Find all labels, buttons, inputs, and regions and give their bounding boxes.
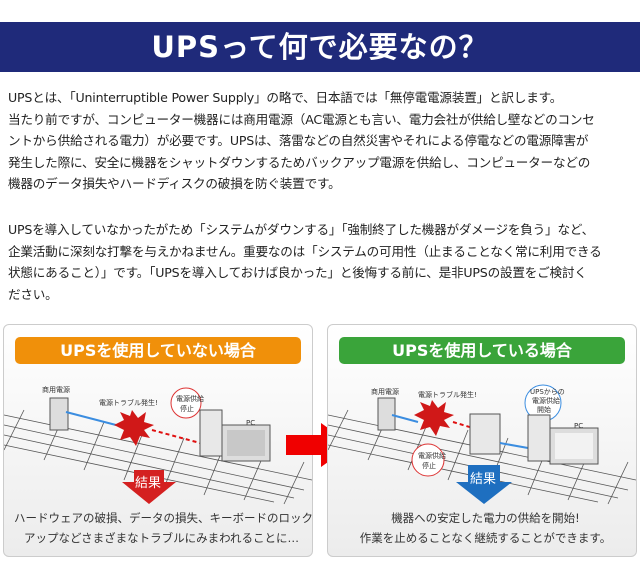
grid-floor-icon	[4, 409, 312, 505]
text-line: ントから供給される電力）が必要です。UPSは、落雷などの自然災害やそれによる停電…	[8, 133, 589, 148]
outlet-icon	[377, 397, 396, 431]
label-trouble: 電源トラブル発生!	[418, 390, 477, 399]
cut-cable	[151, 429, 201, 444]
pc-tower-icon	[199, 409, 223, 457]
importance-paragraph: UPSを導入していなかったがため「システムがダウンする」「強制終了した機器がダメ…	[8, 219, 638, 305]
panel-without-ups: UPSを使用していない場合 商用電源 電源トラブル発生! 電源供給 停止 PC …	[3, 324, 313, 557]
text-line: ださい。	[8, 286, 58, 302]
result-text: 機器への安定した電力の供給を開始! 作業を止めることなく継続することができます。	[338, 508, 633, 548]
text-line: UPSを導入していなかったがため「システムがダウンする」「強制終了した機器がダメ…	[8, 222, 595, 237]
label-pc: PC	[574, 422, 583, 430]
label-stop: 電源供給	[418, 451, 446, 460]
callout-bubble	[170, 387, 202, 419]
text-line: 機器のデータ損失やハードディスクの破損を防ぐ装置です。	[8, 176, 341, 191]
result-label: 結果	[470, 472, 496, 487]
page-title: UPSって何で必要なの？	[0, 22, 640, 72]
text-line: 発生した際に、安全に機器をシャットダウンするためバックアップ電源を供給し、コンピ…	[8, 154, 591, 170]
trouble-burst-icon	[114, 410, 154, 446]
label-outlet: 商用電源	[42, 385, 70, 394]
text-line: 企業活動に深刻な打撃を与えかねません。重要なのは「システムの可用性（止まることな…	[8, 243, 602, 259]
text-line: ハードウェアの破損、データの損失、キーボードのロック	[14, 511, 313, 525]
callout-bubble	[411, 443, 445, 477]
label-ups: 開始	[537, 405, 551, 414]
text-line: 機器への安定した電力の供給を開始!	[391, 511, 580, 525]
text-line: 作業を止めることなく継続することができます。	[359, 531, 612, 545]
label-trouble: 電源トラブル発生!	[99, 398, 158, 407]
label-stop: 電源供給	[176, 394, 204, 403]
label-stop: 停止	[180, 404, 194, 413]
label-outlet: 商用電源	[371, 387, 399, 396]
result-text: ハードウェアの破損、データの損失、キーボードのロック アップなどさまざまなトラブ…	[14, 508, 313, 548]
text-line: UPSとは、「Uninterruptible Power Supply」の略で、…	[8, 90, 563, 105]
panel-title: UPSを使用している場合	[339, 337, 625, 364]
outlet-icon	[49, 397, 69, 431]
ups-device-icon	[469, 413, 501, 455]
text-line: アップなどさまざまなトラブルにみまわれることに…	[23, 531, 300, 545]
intro-paragraph: UPSとは、「Uninterruptible Power Supply」の略で、…	[8, 87, 638, 195]
label-stop: 停止	[422, 461, 436, 470]
label-ups: UPSからの	[530, 388, 565, 396]
text-line: 当たり前ですが、コンピューター機器には商用電源（AC電源とも言い、電力会社が供給…	[8, 111, 595, 127]
label-ups: 電源供給	[532, 396, 560, 405]
text-line: 状態にあること）」です。「UPSを導入しておけば良かった」と後悔する前に、是非U…	[8, 265, 587, 280]
illustration-with-ups: 商用電源 電源トラブル発生! 電源供給 停止 UPSからの 電源供給 開始 PC…	[328, 384, 636, 505]
label-pc: PC	[246, 419, 255, 427]
pc-tower-icon	[527, 414, 551, 462]
panel-title: UPSを使用していない場合	[15, 337, 301, 364]
result-label: 結果	[135, 476, 161, 491]
trouble-burst-icon	[414, 400, 454, 436]
result-arrow-icon	[456, 465, 512, 504]
panel-with-ups: UPSを使用している場合 商用電源 電源トラブル発生! 電源供給 停止 UPSか…	[327, 324, 637, 557]
result-arrow-icon	[122, 470, 176, 504]
power-cable	[65, 411, 117, 426]
illustration-without-ups: 商用電源 電源トラブル発生! 電源供給 停止 PC 結果	[4, 385, 312, 505]
